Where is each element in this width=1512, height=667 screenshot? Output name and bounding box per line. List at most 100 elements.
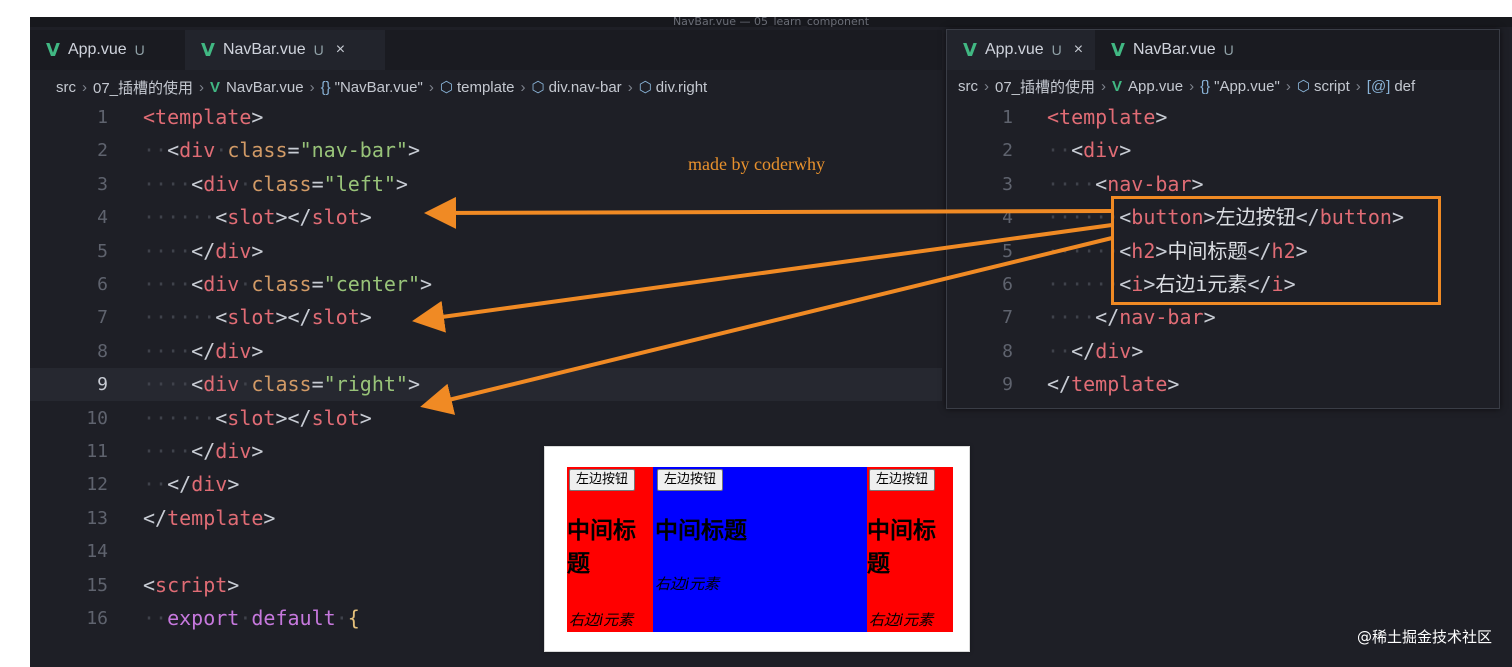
code-token: h2 — [1131, 238, 1156, 263]
line-number: 2 — [1002, 140, 1013, 162]
line-number: 4 — [1002, 207, 1013, 229]
indent-guide: ······ — [143, 305, 216, 330]
preview-button[interactable]: 左边按钮 — [869, 469, 936, 491]
breadcrumb-item[interactable]: "NavBar.vue" — [334, 78, 423, 96]
code-token: > — [407, 372, 420, 397]
code-token: 中间标题 — [1167, 238, 1248, 263]
tab-navbar-vue[interactable]: V NavBar.vue U × — [185, 30, 385, 70]
breadcrumb-item[interactable]: src — [56, 78, 76, 96]
code-token: div — [203, 272, 240, 296]
code-line[interactable]: ··</div> — [143, 468, 239, 501]
code-token: > — [359, 305, 372, 330]
code-line[interactable]: <script> — [143, 569, 239, 602]
breadcrumb-item[interactable]: div.nav-bar — [548, 78, 622, 96]
code-token: div — [215, 439, 252, 463]
code-token: class — [251, 372, 312, 397]
code-line[interactable]: ····<div·class="left"> — [143, 168, 408, 201]
code-token: > — [359, 405, 372, 430]
tab-app-vue[interactable]: V App.vue U × — [947, 30, 1095, 70]
breadcrumb-item[interactable]: "App.vue" — [1214, 77, 1280, 95]
line-number: 4 — [97, 207, 108, 229]
code-line[interactable]: ····</div> — [143, 235, 263, 268]
code-token: < — [191, 171, 204, 196]
preview-center-column: 左边按钮 中间标题 右边i元素 — [653, 467, 867, 632]
tab-label: NavBar.vue — [222, 41, 306, 58]
code-editor-right[interactable]: 1<template>2··<div>3····<nav-bar>4······… — [947, 101, 1499, 406]
preview-button[interactable]: 左边按钮 — [657, 469, 724, 491]
code-line[interactable]: ····<div·class="right"> — [143, 368, 420, 401]
breadcrumb-item[interactable]: src — [958, 77, 978, 95]
code-line[interactable]: ····<nav-bar> — [1047, 168, 1204, 201]
breadcrumb-item[interactable]: def — [1394, 77, 1416, 95]
code-editor-left[interactable]: 1<template>2··<div·class="nav-bar">3····… — [30, 101, 942, 667]
code-line[interactable]: ······<button>左边按钮</button> — [1047, 201, 1404, 234]
code-token: < — [143, 105, 156, 129]
vue-file-icon: V — [1112, 77, 1123, 95]
code-token: > — [419, 272, 433, 296]
preview-left-column: 左边按钮 中间标题 右边i元素 — [567, 467, 653, 632]
tab-app-vue[interactable]: V App.vue U — [30, 30, 185, 70]
right-tab-bar: V App.vue U × V NavBar.vue U — [947, 30, 1499, 70]
breadcrumb-item[interactable]: 07_插槽的使用 — [93, 79, 194, 97]
code-token: = — [311, 372, 324, 397]
preview-button[interactable]: 左边按钮 — [569, 469, 636, 491]
code-token: "left" — [323, 171, 396, 196]
arrow-left-slot — [424, 196, 1113, 229]
code-line[interactable]: ····</div> — [143, 435, 263, 468]
braces-icon: {} — [320, 78, 331, 96]
chevron-right-icon: › — [984, 77, 989, 95]
line-number: 7 — [1002, 307, 1013, 329]
tab-navbar-vue[interactable]: V NavBar.vue U — [1095, 30, 1255, 70]
code-line[interactable]: ····</div> — [143, 335, 263, 368]
breadcrumb-item[interactable]: NavBar.vue — [226, 78, 304, 96]
code-token: · — [239, 606, 252, 630]
close-icon[interactable]: × — [1073, 41, 1084, 58]
indent-guide: ···· — [143, 439, 192, 463]
code-token: > — [1155, 105, 1168, 129]
chevron-right-icon: › — [1285, 77, 1291, 95]
code-line[interactable]: ····</nav-bar> — [1047, 301, 1216, 334]
indent-guide: ···· — [143, 338, 192, 363]
code-line[interactable]: ······<slot></slot> — [143, 402, 372, 435]
code-line[interactable]: </template> — [143, 502, 275, 535]
code-token: · — [239, 372, 252, 397]
tab-label: App.vue — [67, 41, 127, 58]
code-token: > — [227, 472, 240, 497]
code-line[interactable]: ······<h2>中间标题</h2> — [1047, 235, 1308, 268]
code-token: > — [1167, 372, 1180, 397]
chevron-right-icon: › — [627, 78, 633, 96]
code-token: < — [215, 305, 228, 330]
line-number: 16 — [86, 608, 108, 629]
tab-label: App.vue — [984, 41, 1044, 58]
line-number: 9 — [97, 374, 108, 396]
code-token: = — [311, 171, 324, 196]
code-line[interactable]: ··export·default·{ — [143, 602, 360, 635]
breadcrumb-item[interactable]: 07_插槽的使用 — [995, 78, 1096, 96]
cube-icon: ⬡ — [638, 79, 652, 96]
code-line[interactable]: <template> — [143, 101, 263, 134]
code-token: > — [1119, 138, 1132, 163]
code-token: </ — [1247, 238, 1272, 263]
code-line[interactable]: ····<div·class="center"> — [143, 268, 432, 301]
code-line[interactable]: ··<div> — [1047, 134, 1131, 167]
indent-guide: ···· — [143, 238, 192, 263]
breadcrumb-item[interactable]: div.right — [655, 78, 708, 96]
code-token: div — [191, 472, 228, 497]
code-line[interactable]: <template> — [1047, 101, 1167, 134]
code-line[interactable]: ······<i>右边i元素</i> — [1047, 268, 1296, 301]
breadcrumb-item[interactable]: script — [1313, 77, 1350, 95]
breadcrumb-item[interactable]: template — [456, 78, 515, 96]
code-line[interactable]: ··</div> — [1047, 335, 1143, 368]
code-line[interactable]: ······<slot></slot> — [143, 301, 372, 334]
code-line[interactable]: </template> — [1047, 368, 1179, 401]
code-line[interactable]: ··<div·class="nav-bar"> — [143, 134, 420, 167]
code-token: default — [251, 606, 336, 630]
chevron-right-icon: › — [309, 78, 315, 96]
code-token: · — [239, 171, 252, 196]
indent-guide: ······ — [143, 405, 216, 430]
line-number: 6 — [97, 274, 108, 295]
code-line[interactable]: ······<slot></slot> — [143, 201, 372, 234]
close-icon[interactable]: × — [335, 41, 346, 58]
line-number: 10 — [86, 407, 108, 429]
breadcrumb-item[interactable]: App.vue — [1128, 77, 1184, 95]
